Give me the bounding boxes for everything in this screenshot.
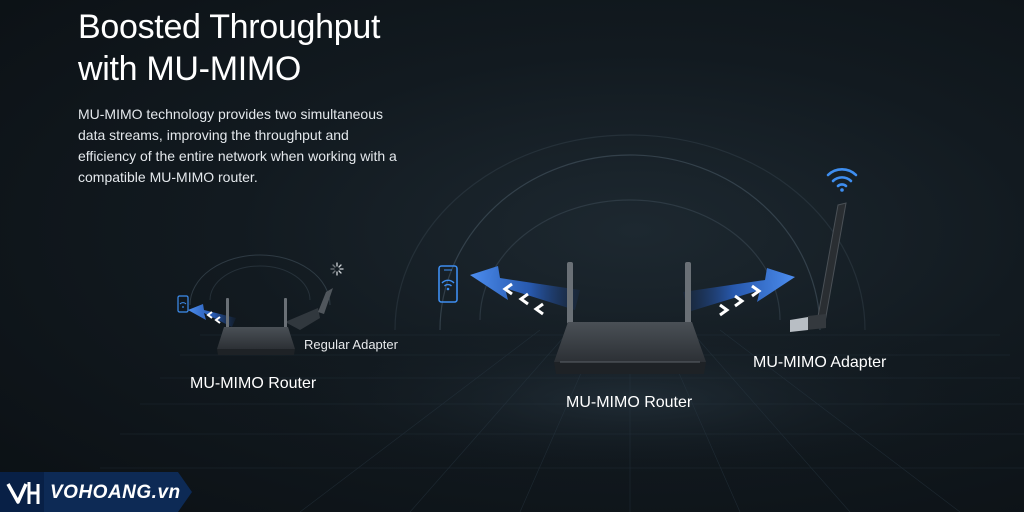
watermark-badge [0, 472, 192, 512]
watermark: VOHOANG.vn [0, 472, 192, 512]
signal-arcs-small [189, 254, 331, 306]
regular-stream-arrow [188, 304, 236, 327]
description-line-3: efficiency of the entire network when wo… [78, 148, 397, 164]
regular-adapter-icon [318, 288, 333, 314]
description-line-1: MU-MIMO technology provides two simultan… [78, 106, 384, 122]
small-router-icon [217, 298, 295, 355]
page-headline: Boosted Throughput with MU-MIMO [78, 6, 380, 90]
mumimo-adapter-label: MU-MIMO Adapter [753, 354, 887, 371]
center-router-label: MU-MIMO Router [566, 394, 693, 411]
left-router-label: MU-MIMO Router [190, 375, 317, 392]
phone-wifi-icon-small [177, 295, 189, 313]
description-line-2: data streams, improving the throughput a… [78, 127, 349, 143]
headline-line-1: Boosted Throughput [78, 8, 381, 46]
regular-adapter-label: Regular Adapter [304, 337, 398, 352]
phone-wifi-icon [438, 265, 458, 303]
description: MU-MIMO technology provides two simultan… [78, 104, 418, 188]
watermark-text: VOHOANG.vn [50, 482, 181, 503]
description-line-4: compatible MU-MIMO router. [78, 169, 258, 185]
mimo-stream-arrow-left [470, 266, 580, 316]
loading-spinner-icon [330, 262, 344, 276]
regular-stream-dim [285, 308, 320, 330]
headline-line-2: with MU-MIMO [78, 50, 302, 88]
signal-arcs [394, 134, 866, 331]
wifi-signal-icon [826, 168, 858, 192]
mimo-stream-arrow-right [683, 268, 795, 317]
usb-adapter-icon [790, 202, 847, 332]
router-icon [554, 262, 706, 374]
